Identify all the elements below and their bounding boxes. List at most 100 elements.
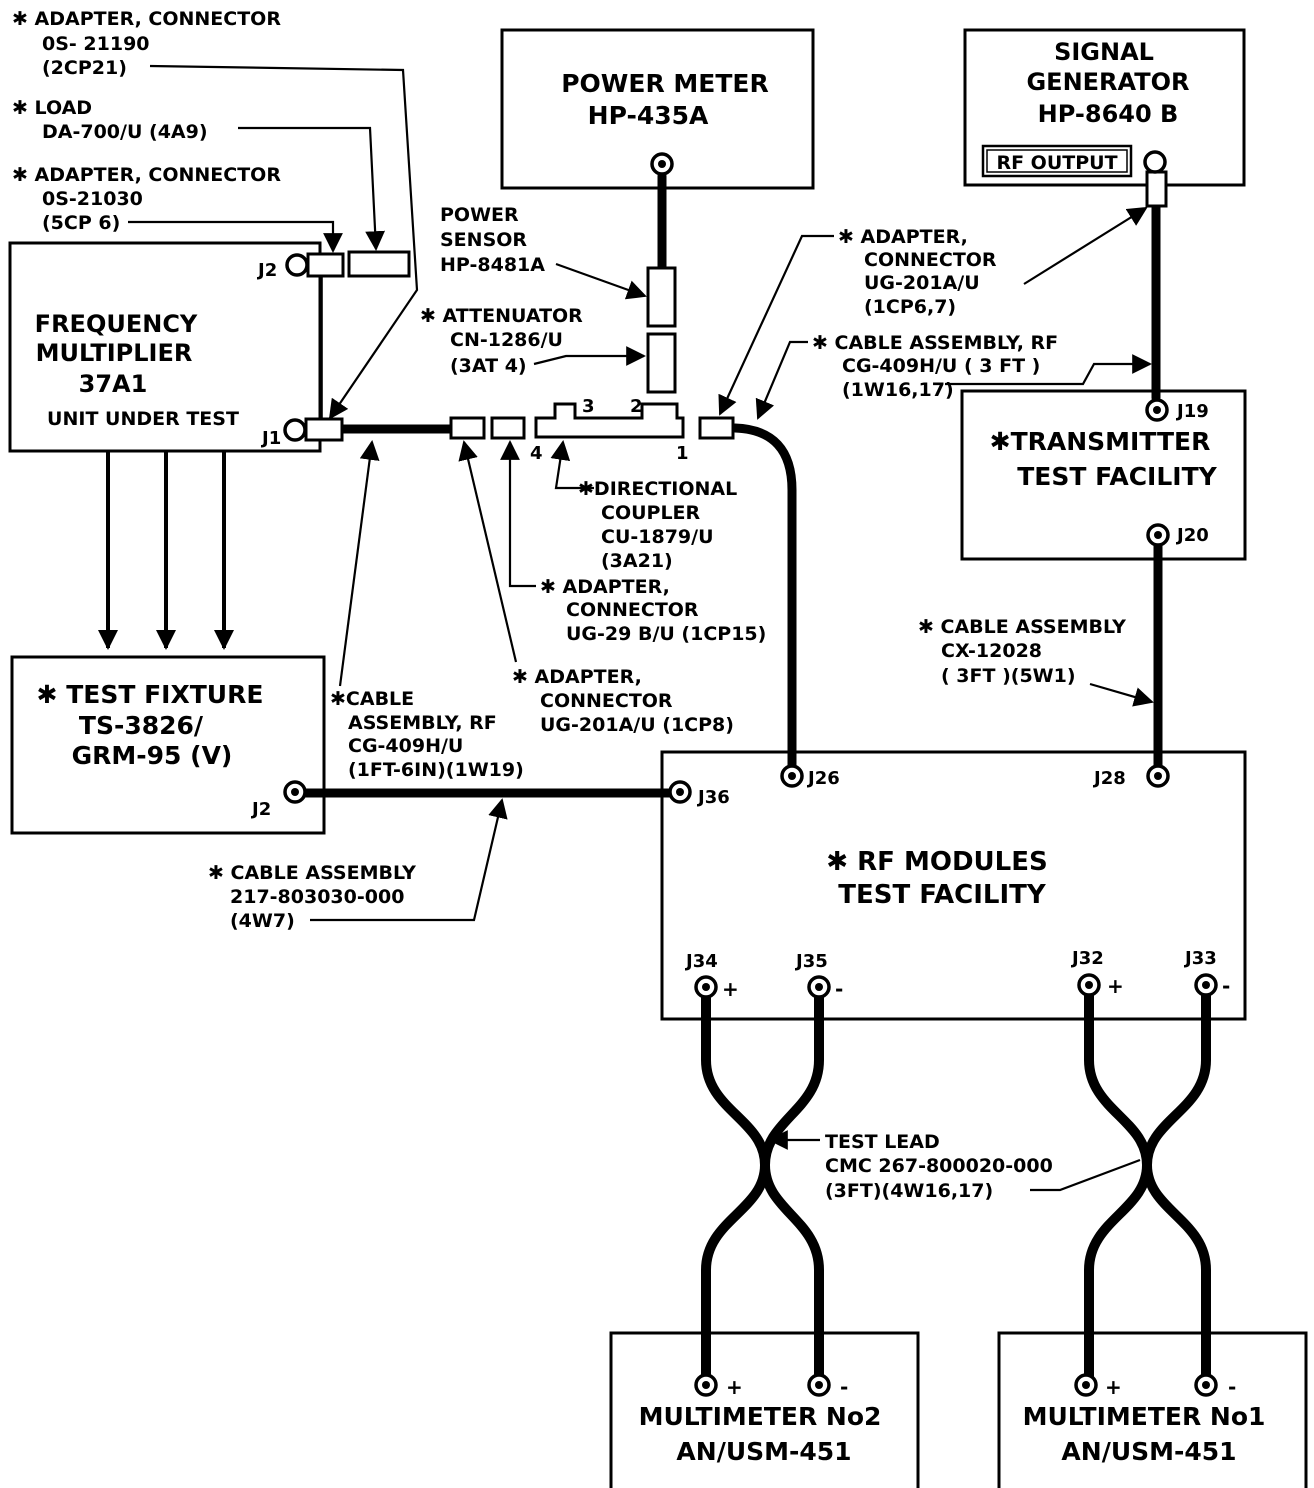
rf-output-jack xyxy=(1143,150,1167,174)
adapter-os21030-leader xyxy=(128,220,343,253)
adapter-1cp67-leader-2 xyxy=(1023,206,1148,285)
power-sensor-label-2: SENSOR xyxy=(440,229,527,251)
adapter-os21030-label-3: (5CP 6) xyxy=(42,212,120,234)
adapter-os21190-label-3: (2CP21) xyxy=(42,57,127,79)
adapter-1cp15-body xyxy=(490,416,526,440)
j20-jack-dot xyxy=(1154,531,1162,539)
rf-j26-label: J26 xyxy=(806,768,840,789)
rf-j32-label: J32 xyxy=(1070,948,1104,969)
power-sensor-label-1: POWER xyxy=(440,204,519,226)
multimeter-2-model: AN/USM-451 xyxy=(676,1437,851,1466)
rf-modules-label-1: ✱ RF MODULES xyxy=(826,847,1047,877)
mm1-plus-jack-dot xyxy=(1082,1381,1090,1389)
signal-generator-model: HP-8640 B xyxy=(1038,100,1179,128)
test-lead-label-3: (3FT)(4W16,17) xyxy=(825,1180,993,1202)
transmitter-test-facility-label-2: TEST FACILITY xyxy=(1017,462,1217,491)
cable-1w19-label-4: (1FT-6IN)(1W19) xyxy=(348,759,524,781)
power-meter-label: POWER METER xyxy=(561,69,769,98)
power-sensor-body xyxy=(646,266,677,328)
power-sensor-label-3: HP-8481A xyxy=(440,254,545,276)
multimeter-2-box xyxy=(609,1331,920,1488)
test-fixture-model-1: TS-3826/ xyxy=(79,711,204,740)
cable-1w16-leader-1 xyxy=(755,340,808,420)
mm1-plus: + xyxy=(1105,1375,1122,1399)
multimeter-1-model: AN/USM-451 xyxy=(1061,1437,1236,1466)
mm1-minus: - xyxy=(1228,1375,1236,1399)
rf-j32-plus: + xyxy=(1107,974,1124,998)
cable-4w7-label-2: 217-803030-000 xyxy=(230,886,404,908)
test-lead-label-1: TEST LEAD xyxy=(825,1131,940,1153)
multimeter-1-box xyxy=(997,1331,1308,1488)
load-label-2: DA-700/U (4A9) xyxy=(42,121,208,143)
rf-modules-label-2: TEST FACILITY xyxy=(838,880,1047,910)
adapter-os21190-label-1: ✱ ADAPTER, CONNECTOR xyxy=(12,8,281,30)
multimeter-2-label: MULTIMETER No2 xyxy=(639,1402,882,1431)
transmitter-test-facility-label-1: ✱TRANSMITTER xyxy=(990,427,1211,456)
adapter-os21190-leader xyxy=(149,64,419,420)
rf-j33-label: J33 xyxy=(1183,948,1217,969)
test-lead-label-2: CMC 267-800020-000 xyxy=(825,1155,1053,1177)
adapter-2cp21-0s21030-body xyxy=(306,252,345,278)
test-fixture-j2-label: J2 xyxy=(250,799,271,820)
cable-1w19-leader xyxy=(338,440,380,687)
test-lead-leader-2 xyxy=(1030,1158,1141,1192)
test-fixture-model-2: GRM-95 (V) xyxy=(72,741,233,770)
cable-5w1-label-1: ✱ CABLE ASSEMBLY xyxy=(918,616,1126,638)
j32-jack-dot xyxy=(1085,981,1093,989)
test-lead-right-plus xyxy=(1084,987,1152,1385)
transmitter-test-facility-box xyxy=(960,389,1247,561)
frequency-multiplier-label-1: FREQUENCY xyxy=(35,310,198,338)
signal-generator-label-1: SIGNAL xyxy=(1054,38,1154,66)
coupler-port-3: 3 xyxy=(582,396,595,417)
adapter-1cp8-label-1: ✱ ADAPTER, xyxy=(512,666,642,688)
adapter-1cp67-label-2: CONNECTOR xyxy=(864,249,997,271)
adapter-os21030-label-2: 0S-21030 xyxy=(42,188,143,210)
test-lead-left-plus xyxy=(701,990,770,1385)
ttf-j20-label: J20 xyxy=(1175,525,1209,546)
mm2-plus-jack-dot xyxy=(702,1381,710,1389)
test-lead-right-minus xyxy=(1142,987,1211,1385)
adapter-1cp67-label-3: UG-201A/U xyxy=(864,272,980,294)
attenuator-body xyxy=(646,332,677,394)
power-meter-jack-dot xyxy=(658,160,666,168)
rf-j35-minus: - xyxy=(835,977,843,1001)
adapter-1cp8-label-2: CONNECTOR xyxy=(540,690,673,712)
freq-mult-j1-jack xyxy=(283,418,307,442)
j19-jack-dot xyxy=(1153,406,1161,414)
cable-5w1-label-3: ( 3FT )(5W1) xyxy=(941,665,1076,687)
adapter-1cp8-label-3: UG-201A/U (1CP8) xyxy=(540,714,734,736)
directional-coupler-label-4: (3A21) xyxy=(601,550,673,572)
ttf-j19-label: J19 xyxy=(1175,401,1209,422)
attenuator-label-3: (3AT 4) xyxy=(450,355,527,377)
test-fixture-box xyxy=(10,655,326,835)
adapter-1cp15-leader xyxy=(500,440,536,588)
cable-1w19-label-2: ASSEMBLY, RF xyxy=(348,712,497,734)
rf-output-label: RF OUTPUT xyxy=(996,152,1117,174)
j28-jack-dot xyxy=(1154,772,1162,780)
directional-coupler-label-1: ✱DIRECTIONAL xyxy=(578,478,737,500)
test-fixture-label: ✱ TEST FIXTURE xyxy=(37,680,264,709)
cable-5w1-label-2: CX-12028 xyxy=(941,640,1042,662)
freq-mult-j2-jack xyxy=(285,253,309,277)
cable-1w16-label-1: ✱ CABLE ASSEMBLY, RF xyxy=(812,332,1058,354)
rf-modules-test-facility-box xyxy=(660,750,1247,1021)
cable-5w1-leader xyxy=(1089,682,1154,707)
load-da700-body xyxy=(347,250,411,278)
cable-1w16-label-2: CG-409H/U ( 3 FT ) xyxy=(842,355,1040,377)
rf-j34-label: J34 xyxy=(684,951,718,972)
rf-output-label-inner xyxy=(986,149,1128,173)
test-lead-left-minus xyxy=(760,990,824,1385)
rf-output-label-box xyxy=(981,144,1133,178)
cable-1w16-label-3: (1W16,17) xyxy=(842,379,954,401)
adapter-os21030-label-1: ✱ ADAPTER, CONNECTOR xyxy=(12,164,281,186)
rf-j36-label: J36 xyxy=(696,787,730,808)
cable-1w19-label-3: CG-409H/U xyxy=(348,735,463,757)
coupler-port-1: 1 xyxy=(676,443,689,464)
unit-under-test-label: UNIT UNDER TEST xyxy=(47,408,239,430)
frequency-multiplier-box xyxy=(8,241,322,453)
j34-jack-dot xyxy=(702,983,710,991)
coupler-port-4: 4 xyxy=(530,443,543,464)
directional-coupler-leader xyxy=(550,440,594,490)
signal-generator-label-2: GENERATOR xyxy=(1026,68,1189,96)
